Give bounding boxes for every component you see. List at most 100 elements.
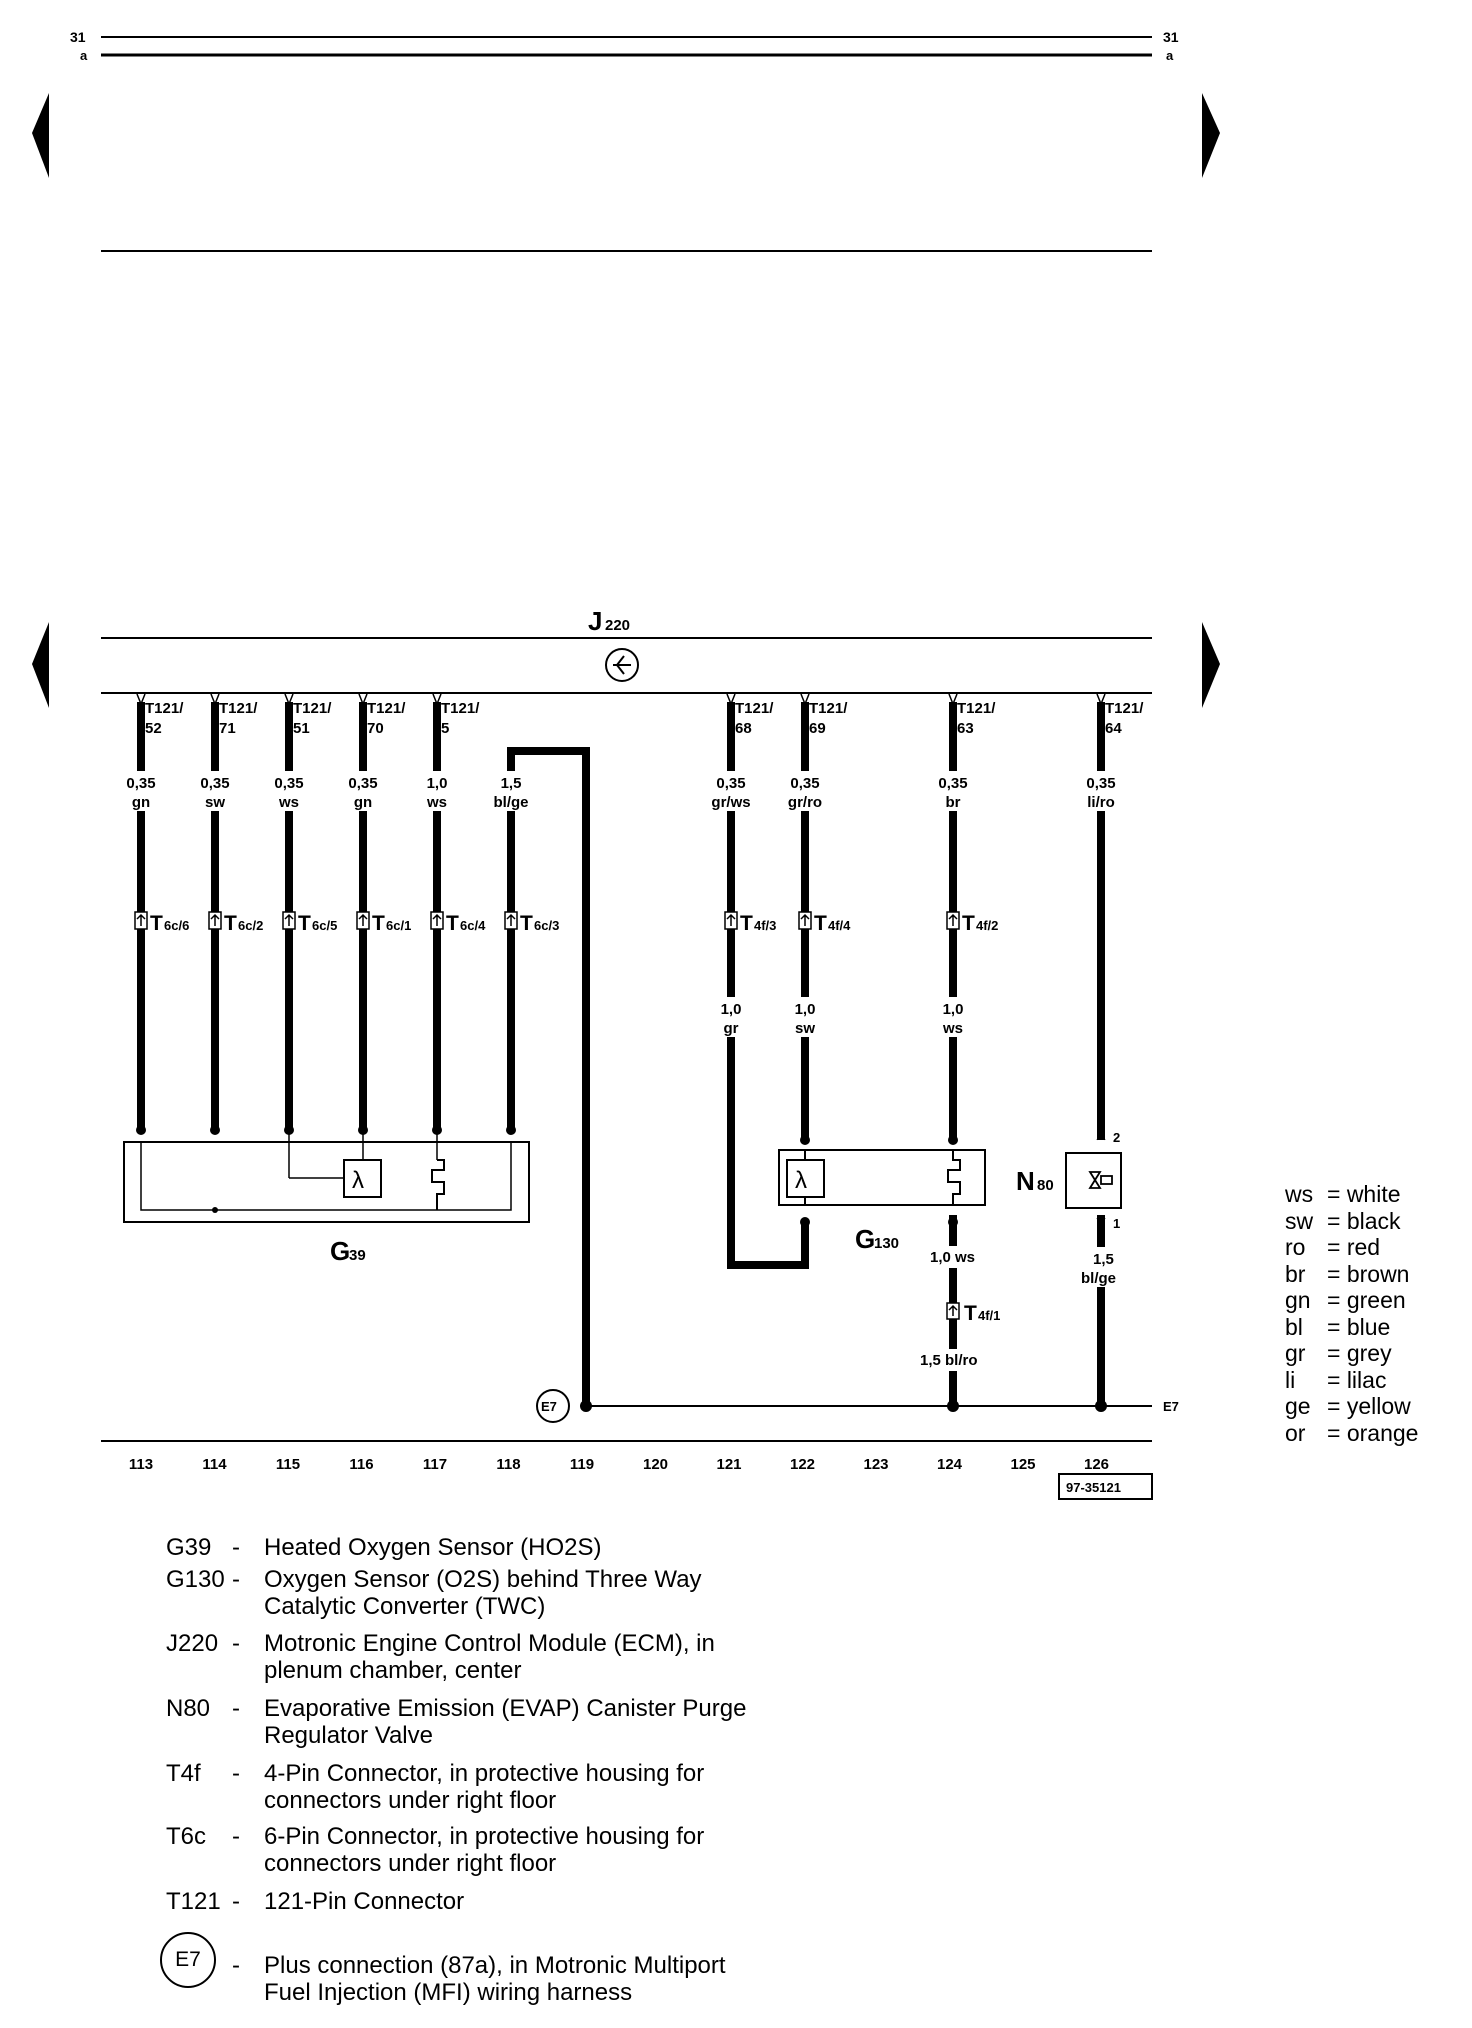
svg-text:ws: ws — [942, 1020, 963, 1037]
track-number: 119 — [570, 1456, 594, 1473]
n80-wire-color: bl/ge — [1081, 1270, 1116, 1287]
svg-text:T: T — [520, 912, 533, 935]
g39-sensor: λ — [123, 1130, 530, 1223]
svg-text:T: T — [446, 912, 459, 935]
svg-text:6c/6: 6c/6 — [164, 918, 189, 933]
wire-node — [948, 1217, 958, 1227]
g130-output-wire: 1,0 ws — [930, 1249, 975, 1266]
svg-text:sw: sw — [795, 1020, 815, 1037]
color-name: = lilac — [1327, 1366, 1387, 1393]
svg-text:4f/1: 4f/1 — [978, 1308, 1000, 1323]
page-sub-right: a — [1166, 48, 1174, 63]
wire-node — [800, 1135, 810, 1145]
svg-text:ws: ws — [278, 794, 299, 811]
legend-text: Evaporative Emission (EVAP) Canister Pur… — [264, 1695, 747, 1749]
legend-dash: - — [232, 1823, 240, 1850]
prev-section-arrow-icon[interactable] — [32, 622, 49, 708]
legend-text: Plus connection (87a), in Motronic Multi… — [264, 1952, 726, 2006]
svg-text:1,0: 1,0 — [795, 1001, 816, 1018]
svg-text:68: 68 — [735, 720, 752, 737]
svg-text:70: 70 — [367, 720, 384, 737]
color-key-row: ws= white — [1285, 1181, 1465, 1208]
svg-text:T121/: T121/ — [1105, 700, 1144, 717]
svg-text:gr: gr — [724, 1020, 739, 1037]
color-key-row: br= brown — [1285, 1261, 1465, 1288]
track-number: 114 — [202, 1456, 227, 1473]
e7-circle-symbol — [536, 1389, 570, 1423]
svg-text:1,0: 1,0 — [427, 775, 448, 792]
svg-text:T121/: T121/ — [441, 700, 480, 717]
legend-code: T121 — [166, 1888, 221, 1915]
track-number: 124 — [937, 1456, 963, 1473]
svg-text:1,0: 1,0 — [943, 1001, 964, 1018]
prev-page-arrow-icon[interactable] — [32, 93, 49, 178]
svg-text:0,35: 0,35 — [126, 775, 155, 792]
wire-label: 1,0 sw — [785, 997, 825, 1037]
color-key-row: ro= red — [1285, 1234, 1465, 1261]
svg-text:6c/2: 6c/2 — [238, 918, 263, 933]
page-number-left: 31 — [70, 29, 86, 45]
g130-ground-loop — [727, 1040, 809, 1269]
svg-text:T121/: T121/ — [145, 700, 184, 717]
page-sub-left: a — [80, 48, 88, 63]
track-number: 125 — [1010, 1456, 1035, 1473]
track-number: 116 — [349, 1456, 373, 1473]
n80-pin-2: 2 — [1113, 1130, 1120, 1145]
g130-label: G — [855, 1224, 875, 1254]
color-code: sw — [1285, 1207, 1314, 1234]
color-code: li — [1285, 1366, 1296, 1393]
ecm-symbol-icon — [605, 648, 639, 682]
svg-text:gn: gn — [132, 794, 150, 811]
legend-text: 6-Pin Connector, in protective housing f… — [264, 1823, 705, 1877]
svg-text:T: T — [962, 912, 975, 935]
color-key-row: sw= black — [1285, 1208, 1465, 1235]
arrow — [1096, 1128, 1106, 1141]
legend-code: T6c — [166, 1823, 207, 1850]
color-code: gn — [1285, 1287, 1311, 1313]
color-name: = green — [1327, 1287, 1406, 1313]
ecm-label-sub: 220 — [605, 617, 630, 634]
wire-label: 1,5bl/ge — [483, 771, 539, 811]
n80-label-sub: 80 — [1037, 1177, 1054, 1194]
svg-text:T: T — [298, 912, 311, 935]
legend-dash: - — [232, 1888, 240, 1915]
legend-dash: - — [232, 1630, 240, 1657]
wire-label: 1,0gr — [711, 997, 751, 1037]
color-name: = brown — [1327, 1260, 1410, 1287]
g39-label-sub: 39 — [349, 1247, 366, 1264]
legend-text: Heated Oxygen Sensor (HO2S) — [264, 1534, 602, 1561]
wire-label: 0,35 gn — [113, 771, 169, 811]
svg-text:ws: ws — [426, 794, 447, 811]
g130-sensor: λ — [778, 1149, 986, 1206]
svg-text:0,35: 0,35 — [716, 775, 745, 792]
e7-node-124 — [947, 1400, 959, 1412]
next-section-arrow-icon[interactable] — [1202, 622, 1220, 708]
svg-text:4f/2: 4f/2 — [976, 918, 998, 933]
legend-e7-symbol: E7 — [160, 1932, 216, 1988]
color-name: = blue — [1327, 1313, 1391, 1340]
legend-code: J220 — [166, 1630, 219, 1657]
color-key-row: or= orange — [1285, 1420, 1465, 1447]
legend-dash: - — [232, 1534, 240, 1561]
n80-pin-1: 1 — [1113, 1216, 1120, 1231]
svg-text:1,5: 1,5 — [501, 775, 522, 792]
svg-text:T: T — [814, 912, 827, 935]
color-code: bl — [1285, 1313, 1303, 1340]
next-page-arrow-icon[interactable] — [1202, 93, 1220, 178]
svg-text:63: 63 — [957, 720, 974, 737]
svg-text:0,35: 0,35 — [938, 775, 967, 792]
wire-node — [948, 1135, 958, 1145]
svg-text:gr/ro: gr/ro — [788, 794, 822, 811]
ecm-pin: T121/51 — [284, 693, 332, 737]
svg-text:T121/: T121/ — [957, 700, 996, 717]
svg-text:T121/: T121/ — [293, 700, 332, 717]
